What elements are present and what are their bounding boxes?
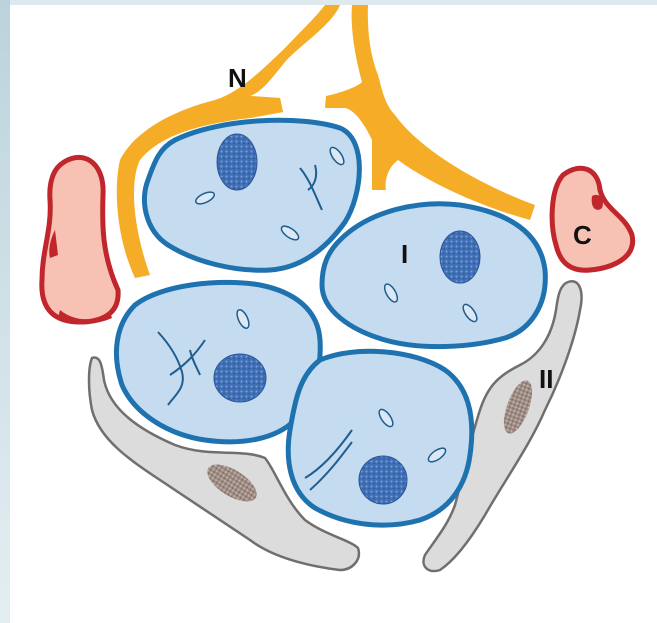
glomus-cell-i: I [322,204,545,347]
label-n: N [228,63,247,93]
glomus-cell-bottom [288,351,471,525]
glomus-cell-top [144,120,359,270]
glomus-nucleus [214,354,266,402]
glomus-nucleus [217,134,257,190]
label-c: C [573,220,592,250]
capillary-c: C [552,168,633,270]
glomus-nucleus [440,231,480,283]
label-i: I [401,239,408,269]
label-ii: II [539,364,553,394]
glomus-nucleus [359,456,407,504]
capillary-left [42,157,118,324]
